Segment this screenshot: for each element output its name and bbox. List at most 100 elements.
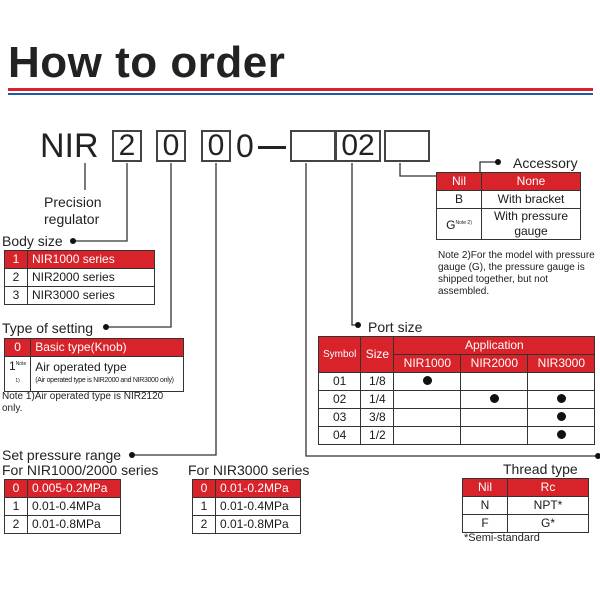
table-row: 1Note 1) Air operated type (Air operated… [3,356,185,392]
title-rule-red [8,88,593,91]
cell: Air operated type (Air operated type is … [30,356,185,392]
thread-note: *Semi-standard [464,532,540,544]
cell: NIR1000 series [27,250,155,269]
applicable-dot-icon [556,412,566,421]
body-size-heading: Body size [2,233,63,249]
port-size-cell: 1/8 [360,372,395,391]
cell: None [481,172,581,191]
code-digit-body-size: 2 [112,130,142,162]
cell: 1Note 1) [3,356,32,392]
setting-heading: Type of setting [2,320,94,336]
cell: N [462,496,508,515]
cell: 2 [4,268,28,287]
cell: Application [393,336,596,355]
applicable-dot-icon [556,430,566,439]
port-mark-cell [393,372,462,391]
table-row: NIR1000 NIR2000 NIR3000 [319,354,596,373]
code-box-accessory [384,130,430,162]
cell: NIR3000 [527,354,596,373]
setting-note: Note 1)Air operated type is NIR2120 only… [2,391,164,414]
thread-heading: Thread type [503,461,578,477]
cell: NIR2000 series [27,268,155,287]
title-rule-blue [8,93,593,95]
cell: 1 [4,497,28,516]
applicable-dot-icon [489,394,499,403]
cell: 0 [192,479,216,498]
pressure-heading: Set pressure range [2,447,122,463]
code-dash [258,146,286,149]
port-mark-cell [393,408,462,427]
cell: 0.01-0.4MPa [27,497,121,516]
port-symbol-cell: 04 [317,426,362,445]
pressure-sub2: For NIR3000 series [188,462,310,478]
precision-regulator-label: Precision regulator [44,194,102,227]
cell: G* [507,514,589,533]
port-mark-cell [393,390,462,409]
cell: NPT* [507,496,589,515]
port-symbol-cell: 01 [317,372,362,391]
code-box-port: 02 [335,130,381,162]
cell: Symbol [317,336,362,373]
cell: Nil [436,172,482,191]
cell: With bracket [481,190,581,209]
accessory-g: G [446,217,456,232]
accessory-note: Note 2)For the model with pressure gauge… [438,250,595,297]
cell: 3 [4,286,28,305]
cell: F [462,514,508,533]
cell: 2 [4,515,28,534]
cell: Nil [462,478,508,497]
port-symbol-cell: 02 [317,390,362,409]
port-size-cell: 3/8 [360,408,395,427]
port-mark-cell [460,408,529,427]
port-size-cell: 1/4 [360,390,395,409]
cell: Basic type(Knob) [30,338,185,357]
code-prefix: NIR [40,127,99,165]
cell: With pressure gauge [481,208,581,240]
cell: 0.01-0.2MPa [215,479,301,498]
cell: 2 [192,515,216,534]
port-mark-cell [460,390,529,409]
cell: NIR3000 series [27,286,155,305]
pressure-sub1: For NIR1000/2000 series [2,462,159,478]
cell: 0 [3,338,32,357]
applicable-dot-icon [422,376,432,385]
port-mark-cell [460,426,529,445]
page-title: How to order [8,38,286,87]
port-mark-cell [460,372,529,391]
cell: Size [360,336,395,373]
cell: NIR2000 [460,354,529,373]
accessory-heading: Accessory [513,155,578,171]
cell: NIR1000 [393,354,462,373]
table-row: GNote 2) With pressure gauge [436,208,581,240]
cell: GNote 2) [436,208,482,240]
port-size-cell: 1/2 [360,426,395,445]
code-box-thread [290,130,336,162]
port-mark-cell [527,426,596,445]
port-size-heading: Port size [368,319,423,335]
cell: 0.01-0.4MPa [215,497,301,516]
port-mark-cell [527,408,596,427]
cell: 0.005-0.2MPa [27,479,121,498]
applicable-dot-icon [556,394,566,403]
